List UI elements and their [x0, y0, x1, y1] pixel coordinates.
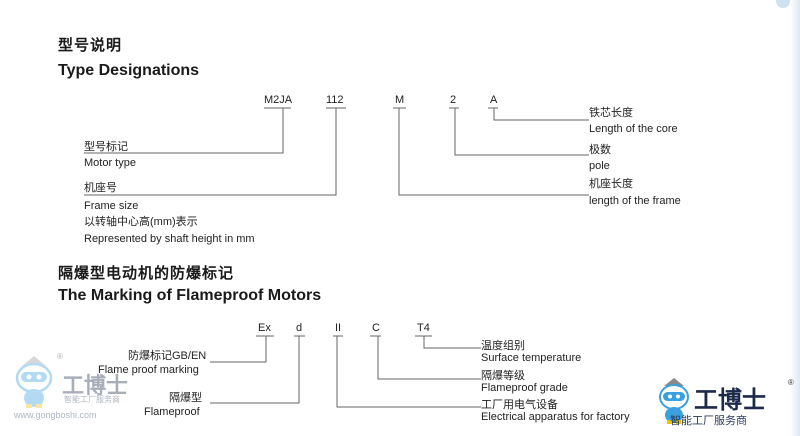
mascot-icon: [659, 378, 689, 424]
watermark-left-brand: 工博士: [62, 373, 129, 399]
section1-title-en: Type Designations: [58, 62, 200, 79]
section2-title-cn: 隔爆型电动机的防爆标记: [58, 265, 235, 282]
leader-frame-length: [398, 108, 589, 196]
label-frame-size-en: Frame size: [84, 200, 139, 212]
code-d: d: [296, 322, 303, 334]
leader-pole: [454, 108, 589, 156]
label-temp-cn: 温度组别: [481, 340, 525, 352]
code-m2ja: M2JA: [264, 94, 293, 106]
label-flameproof-en: Flameproof: [144, 406, 200, 418]
label-frame-length-en: length of the frame: [589, 195, 681, 207]
label-apparatus-en: Electrical apparatus for factory: [481, 411, 630, 423]
code-a: A: [490, 94, 498, 106]
leader-grade: [377, 336, 481, 380]
label-core-length-en: Length of the core: [589, 123, 678, 135]
label-motor-type-en: Motor type: [84, 157, 136, 169]
label-temp-en: Surface temperature: [481, 352, 582, 364]
code-112: 112: [326, 94, 344, 106]
label-marking-en: Flame proof marking: [98, 364, 199, 376]
section1-title-cn: 型号说明: [58, 37, 123, 54]
label-frame-length-cn: 机座长度: [589, 178, 633, 190]
label-motor-type-cn: 型号标记: [84, 141, 128, 153]
top-edge-tab: [776, 0, 790, 8]
code-t4: T4: [417, 322, 430, 334]
leader-core-length: [493, 108, 589, 121]
watermark-right: 工博士 ® 智能工厂服务商: [654, 374, 794, 430]
leader-apparatus: [336, 336, 481, 408]
label-pole-cn: 极数: [589, 144, 611, 156]
watermark-left: ® 工博士 智能工厂服务商 www.gongboshi.com: [8, 352, 138, 424]
right-edge-shade: [790, 0, 800, 436]
watermark-left-url: www.gongboshi.com: [14, 410, 97, 420]
label-pole-en: pole: [589, 160, 610, 172]
leader-marking: [210, 336, 267, 363]
label-grade-en: Flameproof grade: [481, 382, 568, 394]
code-ex: Ex: [258, 322, 271, 334]
watermark-right-sub: 智能工厂服务商: [670, 415, 747, 427]
label-shaft-height-cn: 以转轴中心高(mm)表示: [84, 216, 198, 228]
leader-temperature: [423, 336, 481, 349]
label-frame-size-cn: 机座号: [84, 182, 117, 194]
label-apparatus-cn: 工厂用电气设备: [481, 399, 558, 411]
code-ii: II: [335, 322, 342, 334]
leader-flameproof: [210, 336, 300, 404]
label-core-length-cn: 铁芯长度: [589, 107, 633, 119]
watermark-right-brand: 工博士: [694, 385, 766, 414]
label-shaft-height-en: Represented by shaft height in mm: [84, 233, 255, 245]
leader-motor-type: [84, 108, 284, 154]
label-marking-cn: 防爆标记GB/EN: [128, 350, 207, 362]
section2-title-en: The Marking of Flameproof Motors: [58, 287, 322, 304]
watermark-left-reg: ®: [57, 352, 63, 361]
mascot-icon: [15, 356, 53, 408]
code-2: 2: [450, 94, 457, 106]
code-m: M: [395, 94, 405, 106]
label-flameproof-cn: 隔爆型: [169, 392, 202, 404]
label-grade-cn: 隔爆等级: [481, 370, 525, 382]
code-c: C: [372, 322, 380, 334]
watermark-left-sub: 智能工厂服务商: [64, 395, 120, 404]
leader-frame-size: [84, 108, 337, 196]
